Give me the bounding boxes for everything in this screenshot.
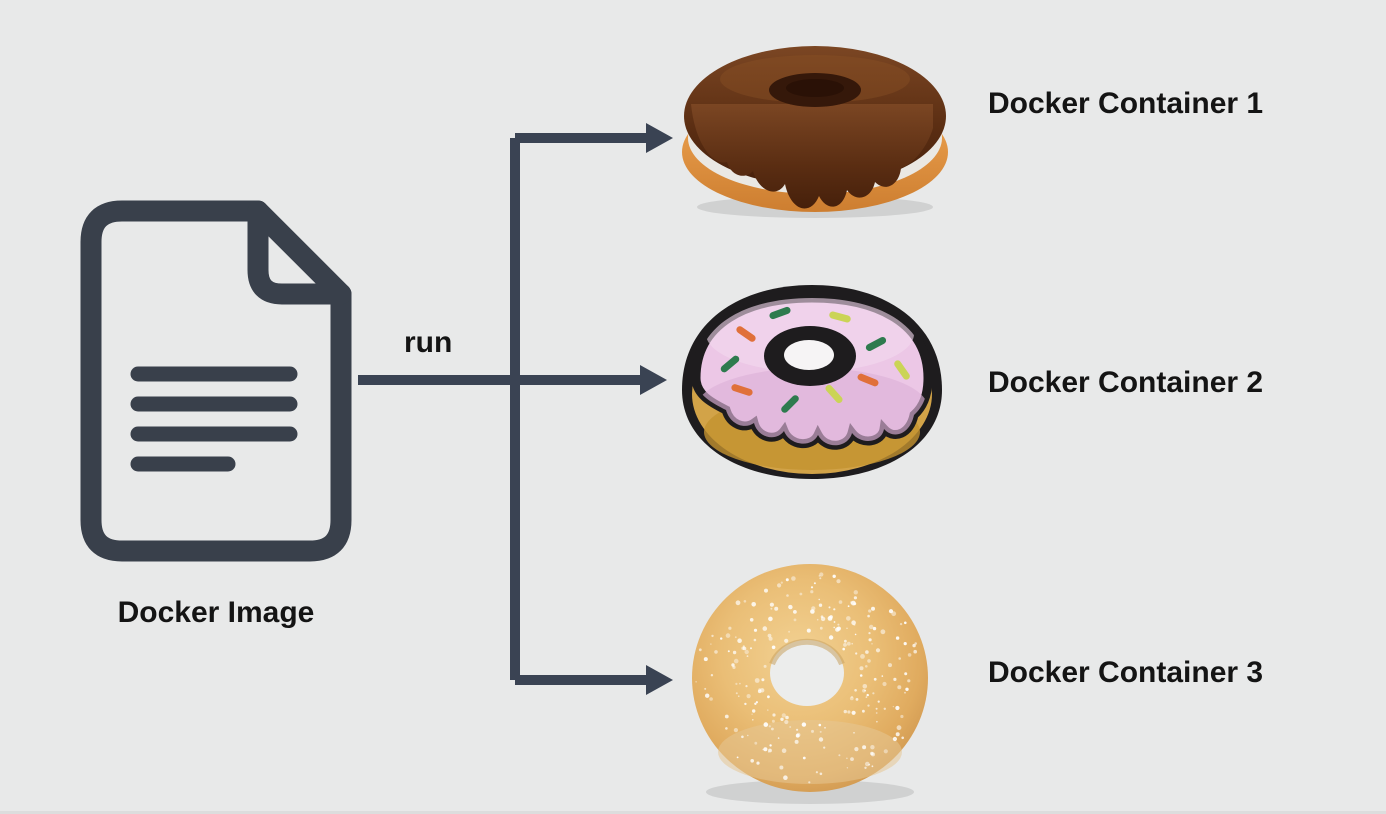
document-outline	[80, 200, 352, 562]
arrowhead-top	[646, 123, 673, 153]
sugar-coated-donut	[692, 564, 928, 804]
chocolate-glazed-donut	[682, 46, 948, 218]
donut-hole	[784, 340, 834, 370]
arrowhead-middle	[640, 365, 667, 395]
screenshot-bottom-edge	[0, 811, 1386, 814]
docker-image-label: Docker Image	[117, 596, 315, 629]
chocolate-drips	[691, 104, 933, 209]
docker-container-1-label: Docker Container 1	[988, 87, 1264, 120]
sprinkles	[720, 306, 910, 413]
docker-image-document-icon	[80, 200, 352, 562]
document-fold-corner	[247, 200, 352, 305]
run-action-label: run	[404, 326, 453, 359]
dough-bottom-rim	[718, 720, 902, 784]
donut-hole	[770, 640, 844, 706]
arrowhead-bottom	[646, 665, 673, 695]
docker-container-3-label: Docker Container 3	[988, 656, 1264, 689]
donut-hole-inner	[786, 79, 844, 97]
docker-container-2-label: Docker Container 2	[988, 366, 1264, 399]
sugar-speckles	[695, 572, 917, 784]
pink-frosted-sprinkle-donut	[682, 285, 942, 479]
hole-inner-shadow	[769, 638, 845, 666]
